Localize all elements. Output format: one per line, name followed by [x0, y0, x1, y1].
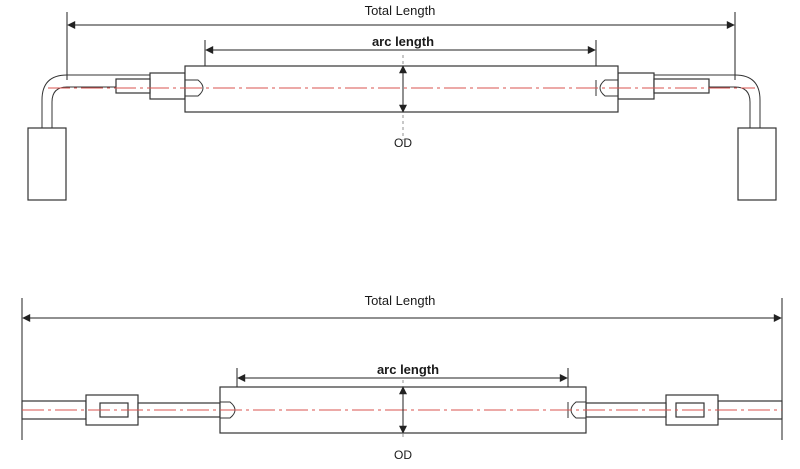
top-lamp-diagram: Total Length arc length OD: [27, 3, 777, 201]
top-lamp-tube: [184, 65, 619, 113]
bottom-od-label: OD: [394, 448, 412, 462]
top-left-lead-inner: [51, 86, 150, 128]
top-left-lead-outer: [41, 74, 150, 128]
bottom-arc-length-label: arc length: [377, 362, 439, 377]
bottom-total-length-label: Total Length: [365, 293, 436, 308]
bottom-lamp-diagram: Total Length arc length OD: [21, 293, 783, 462]
top-right-pin: [653, 78, 710, 94]
top-right-ferrule: [617, 72, 655, 100]
top-right-lead-outer: [650, 74, 761, 128]
top-od-label: OD: [394, 136, 412, 150]
top-left-pin: [115, 78, 151, 94]
top-arc-length-label: arc length: [372, 34, 434, 49]
top-right-electrode: [599, 79, 618, 97]
top-right-end-cap: [737, 127, 777, 201]
top-total-length-label: Total Length: [365, 3, 436, 18]
top-left-ferrule: [149, 72, 186, 100]
top-right-lead-inner: [650, 86, 751, 128]
top-left-end-cap: [27, 127, 67, 201]
top-left-electrode: [185, 79, 204, 97]
